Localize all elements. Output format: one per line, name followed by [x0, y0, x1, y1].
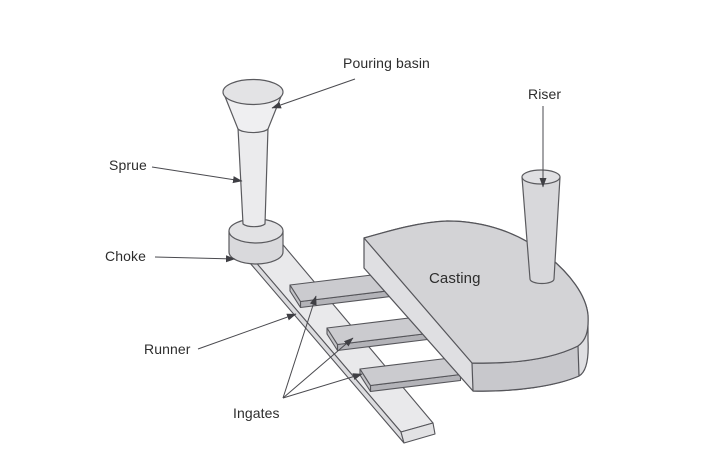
sprue-shape [237, 127, 269, 228]
label-runner: Runner [144, 341, 191, 357]
leader-pouring-basin [271, 78, 356, 109]
label-casting: Casting [429, 270, 481, 287]
label-choke: Choke [105, 248, 146, 264]
label-sprue: Sprue [109, 157, 147, 173]
ingate-3-shape [359, 357, 462, 393]
ingate-1-shape [289, 273, 392, 309]
leader-ingate-1 [282, 295, 317, 399]
leader-ingate-2 [282, 337, 354, 399]
label-ingates: Ingates [233, 405, 280, 421]
pouring-basin-shape [222, 78, 284, 134]
riser-shape [521, 169, 561, 285]
leader-runner [197, 313, 297, 350]
choke-shape [228, 218, 284, 265]
leader-choke [154, 255, 236, 263]
leader-sprue [151, 166, 243, 184]
label-riser: Riser [528, 86, 562, 102]
leader-ingate-3 [282, 373, 363, 399]
label-pouring-basin: Pouring basin [343, 55, 430, 71]
